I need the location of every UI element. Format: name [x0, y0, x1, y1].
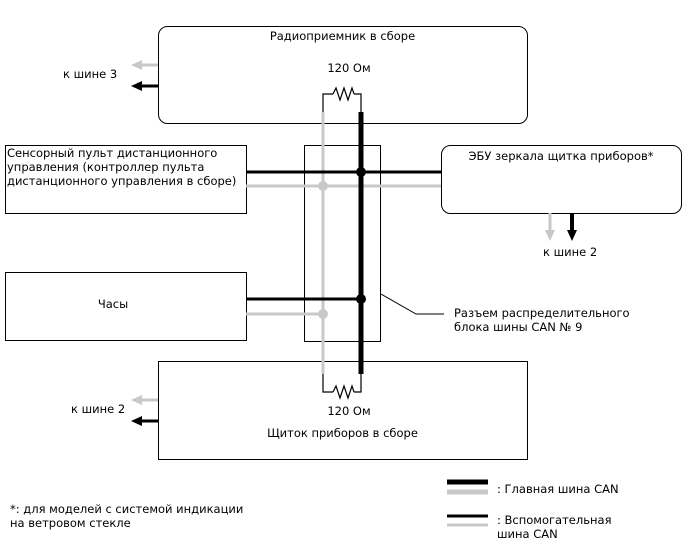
arrow-left-icon: [131, 395, 142, 405]
clock-box: [5, 272, 247, 341]
arrow-left-icon: [131, 416, 142, 426]
cluster-bus-label: к шине 2: [71, 402, 126, 416]
legend-sub-label-line2: шина CAN: [497, 527, 558, 541]
legend-sub-label-line1: : Вспомогательная: [497, 513, 612, 527]
radio-receiver-title: Радиоприемник в сборе: [269, 29, 416, 43]
can-high-junction-dot: [356, 167, 366, 177]
can-low-wiring: [141, 63, 552, 402]
radio-resistor-label: 120 Ом: [327, 61, 371, 75]
cluster-resistor-label: 120 Ом: [327, 404, 371, 418]
touch-remote-box: [5, 145, 247, 214]
mirror-ecu-box: [441, 145, 682, 214]
connector-leader-line: [380, 293, 444, 315]
legend-main-label: : Главная шина CAN: [497, 482, 619, 496]
clock-label: Часы: [97, 297, 129, 311]
arrow-down-icon: [567, 230, 577, 241]
can-low-junction-dot: [318, 309, 328, 319]
instrument-cluster-title: Щиток приборов в сборе: [267, 426, 418, 440]
radio-termination-resistor: [322, 86, 362, 112]
mirror-bus-label: к шине 2: [543, 245, 598, 259]
connector-label-line1: Разъем распределительного: [454, 306, 630, 320]
radio-bus-label: к шине 3: [63, 67, 118, 81]
instrument-cluster-box: [158, 361, 528, 460]
arrow-left-icon: [131, 81, 142, 91]
radio-receiver-box: [158, 26, 528, 124]
can-high-junction-dot: [356, 294, 366, 304]
arrow-down-icon: [545, 230, 555, 241]
footnote-line2: на ветровом стекле: [10, 516, 131, 530]
arrow-left-icon: [131, 60, 142, 70]
mirror-ecu-label: ЭБУ зеркала щитка приборов*: [468, 149, 654, 163]
footnote-line1: *: для моделей с системой индикации: [10, 502, 244, 516]
cluster-termination-resistor: [322, 374, 362, 400]
connector-label-line2: блока шины CAN № 9: [454, 320, 583, 334]
can-junction-connector-box: [304, 145, 381, 342]
can-high-wiring: [141, 84, 574, 423]
touch-remote-label: Сенсорный пульт дистанционного управлени…: [7, 146, 237, 188]
can-low-junction-dot: [318, 181, 328, 191]
